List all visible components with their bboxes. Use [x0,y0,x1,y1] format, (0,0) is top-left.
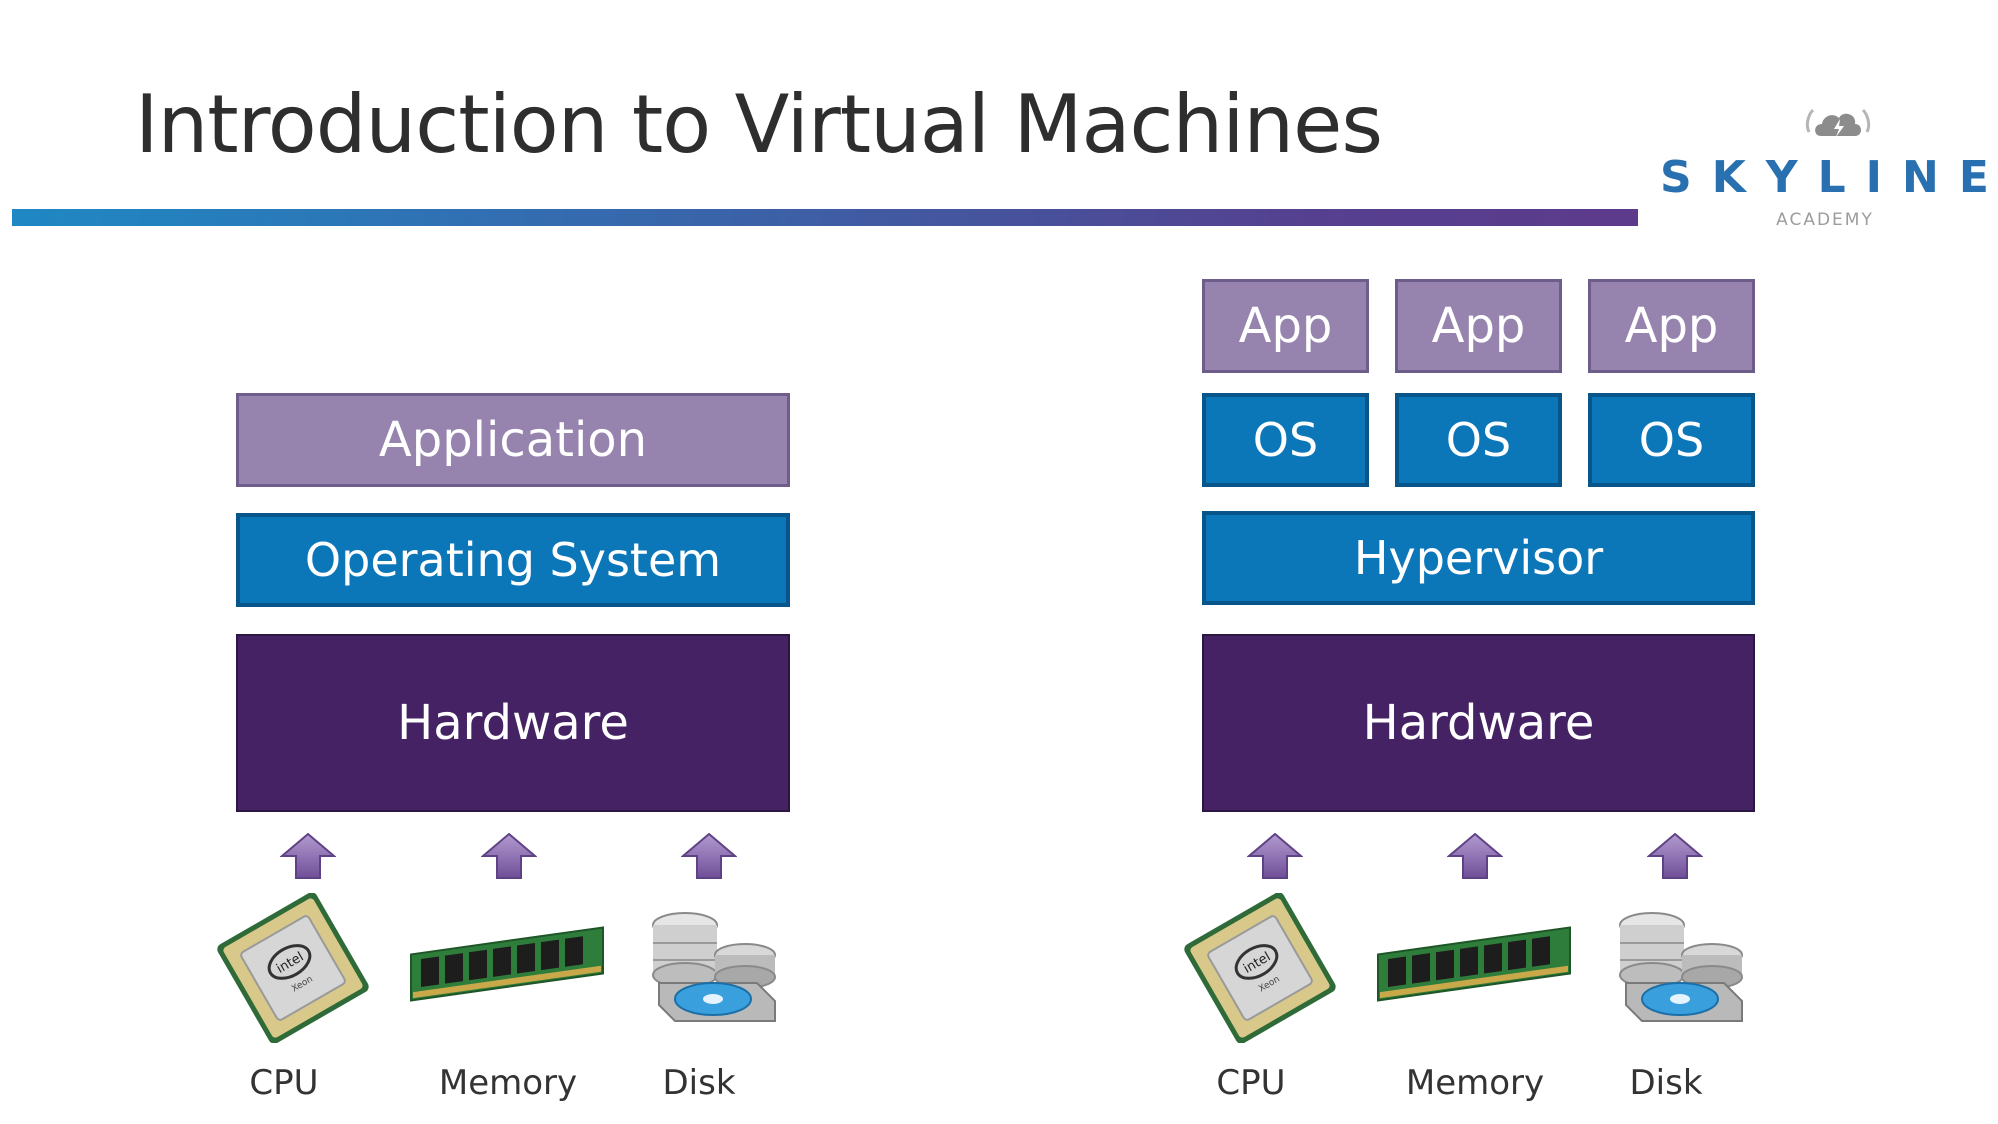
hypervisor-layer: Hypervisor [1202,511,1755,605]
vm-os-1: OS [1202,393,1369,487]
memory-icon [1374,915,1574,1005]
memory-label: Memory [1405,1063,1545,1103]
arrow-up-icon [481,832,537,880]
vm-app-1: App [1202,279,1369,373]
arrow-up-icon [1647,832,1703,880]
hardware-layer: Hardware [236,634,790,812]
logo-wordmark: SKYLINES [1660,152,1998,203]
cpu-label: CPU [249,1063,319,1103]
arrow-up-icon [1247,832,1303,880]
disk-icon [645,905,785,1035]
slide-title: Introduction to Virtual Machines [135,78,1383,171]
cloud-icon [1805,108,1871,137]
cpu-icon [1175,893,1345,1043]
arrow-up-icon [280,832,336,880]
vm-os-2: OS [1395,393,1562,487]
arrow-up-icon [1447,832,1503,880]
cpu-label: CPU [1216,1063,1286,1103]
memory-label: Memory [438,1063,578,1103]
title-divider [12,209,1638,226]
application-layer: Application [236,393,790,487]
vm-app-3: App [1588,279,1755,373]
disk-icon [1612,905,1752,1035]
virtual-hardware-layer: Hardware [1202,634,1755,812]
logo-subtitle: ACADEMY [1776,210,1874,230]
memory-icon [407,915,607,1005]
arrow-up-icon [681,832,737,880]
cpu-icon [208,893,378,1043]
vm-app-2: App [1395,279,1562,373]
vm-os-3: OS [1588,393,1755,487]
disk-label: Disk [1629,1063,1703,1103]
skylines-logo: SKYLINES ACADEMY [1660,100,1998,230]
operating-system-layer: Operating System [236,513,790,607]
disk-label: Disk [662,1063,736,1103]
